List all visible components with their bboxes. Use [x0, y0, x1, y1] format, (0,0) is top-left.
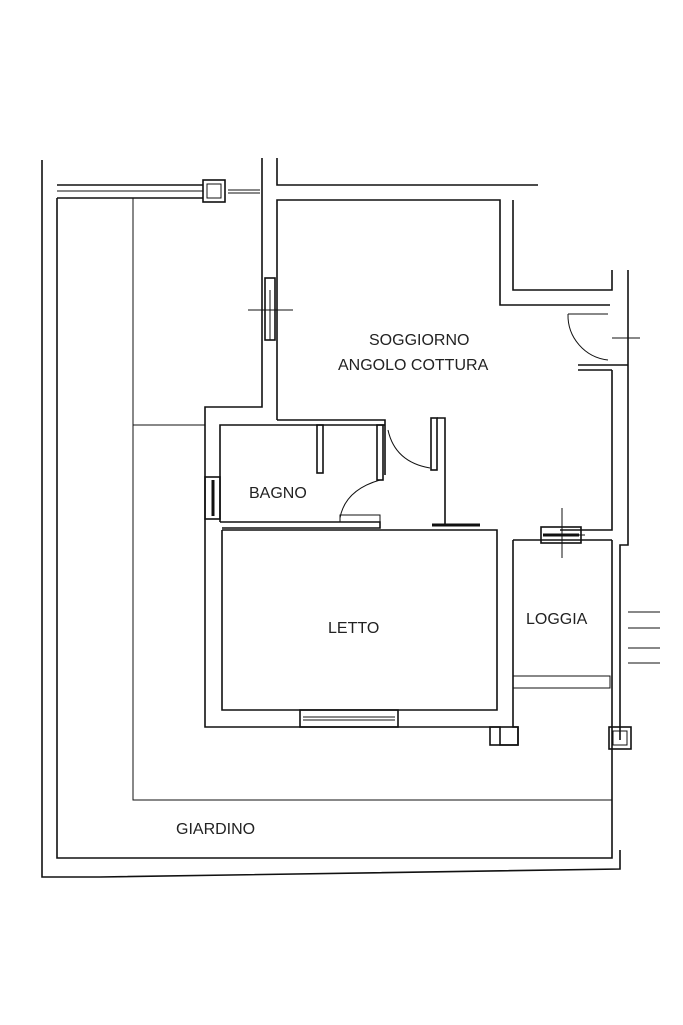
bedroom-walls: [221, 529, 519, 746]
room-label-soggiorno: SOGGIORNO: [369, 332, 470, 349]
entrance-door: [567, 313, 640, 361]
room-label-letto: LETTO: [328, 620, 380, 637]
room-label-giardino: GIARDINO: [176, 821, 256, 838]
garden-boundary: [41, 160, 621, 878]
window-west: [248, 277, 293, 341]
top-wall: [57, 179, 260, 203]
room-label-bagno: BAGNO: [249, 485, 307, 502]
room-label-angolo-cottura: ANGOLO COTTURA: [338, 357, 489, 374]
loggia-walls: [513, 508, 660, 750]
pillar: [608, 726, 632, 750]
room-label-loggia: LOGGIA: [526, 611, 588, 628]
bathroom-walls: [204, 417, 480, 529]
pillar: [202, 179, 226, 203]
exterior-walls: [204, 158, 629, 746]
